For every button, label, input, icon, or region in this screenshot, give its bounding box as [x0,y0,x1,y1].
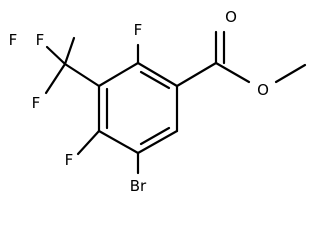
atom-label-br: Br [130,177,147,195]
atom-label-o-ester: O [257,81,269,99]
bond-cf3-f3 [44,62,67,95]
bond-cf3-f2 [63,36,76,66]
atom-label-f-ring-top: F [134,21,143,39]
atom-label-f-cf3-top-left: F [36,31,45,49]
bond-cf3-f1 [45,45,67,66]
bond-ring-6 [97,61,140,88]
atom-label-o-carbonyl: O [225,8,237,26]
bond-ester-o-to-methyl [274,63,307,84]
bond-ring-inner-2 [139,126,171,146]
bond-ring-3 [136,129,179,155]
bond-ring-to-carbonyl-carbon [175,61,218,88]
bond-ring-4 [97,129,140,155]
bond-ring-1 [136,61,179,88]
bond-ring-inner-1 [139,70,171,90]
bond-carbonyl-to-ester-o [214,61,251,84]
bond-ring-to-f-left [76,129,101,156]
atom-label-f-cf3-top: F [9,31,18,49]
atom-label-f-cf3-low: F [32,94,41,112]
molecule-structure: F F F F F Br O O [9,8,307,195]
bond-ring-to-cf3 [63,62,101,88]
atom-label-f-ring-left: F [65,151,74,169]
